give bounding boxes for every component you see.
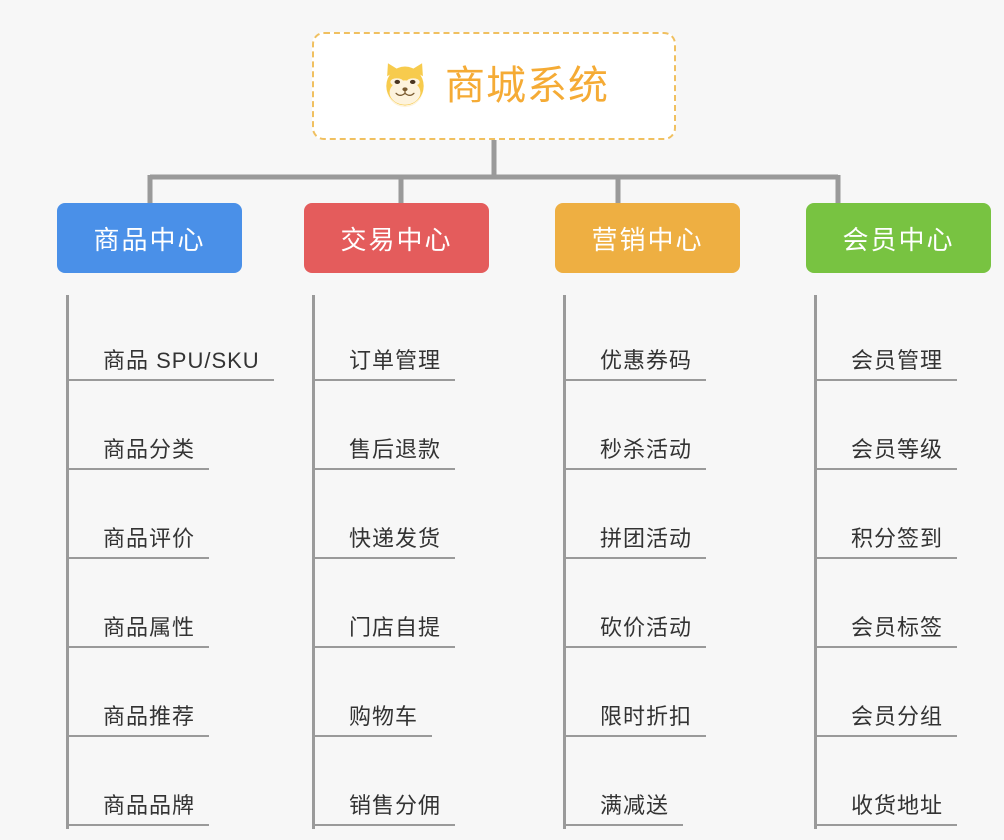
- leaf-label: 会员标签: [817, 610, 958, 648]
- leaf-item[interactable]: 购物车: [315, 651, 502, 740]
- leaf-label: 快递发货: [315, 521, 456, 559]
- category-header-营销中心[interactable]: 营销中心: [555, 203, 740, 273]
- leaf-item[interactable]: 订单管理: [315, 295, 502, 384]
- leaf-item[interactable]: 会员标签: [817, 562, 1004, 651]
- leaf-item[interactable]: 会员管理: [817, 295, 1004, 384]
- leaf-label: 会员分组: [817, 699, 958, 737]
- leaf-item[interactable]: 满减送: [566, 740, 753, 829]
- category-header-会员中心[interactable]: 会员中心: [806, 203, 991, 273]
- leaf-item[interactable]: 商品评价: [69, 473, 251, 562]
- leaf-label: 商品分类: [69, 432, 210, 470]
- leaf-label: 销售分佣: [315, 788, 456, 826]
- leaf-item[interactable]: 优惠券码: [566, 295, 753, 384]
- leaf-label: 会员管理: [817, 343, 958, 381]
- root-title: 商城系统: [445, 64, 609, 108]
- leaf-list-营销中心: 优惠券码 秒杀活动 拼团活动 砍价活动 限时折扣 满减送: [563, 295, 753, 829]
- leaf-label: 满减送: [566, 788, 684, 826]
- category-column-交易中心: 交易中心 订单管理 售后退款 快递发货 门店自提 购物车: [251, 203, 502, 829]
- leaf-label: 售后退款: [315, 432, 456, 470]
- category-label: 交易中心: [340, 224, 453, 255]
- leaf-item[interactable]: 会员分组: [817, 651, 1004, 740]
- category-columns: 商品中心 商品 SPU/SKU 商品分类 商品评价 商品属性 商品推荐: [0, 203, 1004, 829]
- category-header-交易中心[interactable]: 交易中心: [304, 203, 489, 273]
- leaf-label: 商品品牌: [69, 788, 210, 826]
- leaf-item[interactable]: 积分签到: [817, 473, 1004, 562]
- category-label: 会员中心: [842, 224, 955, 255]
- leaf-item[interactable]: 限时折扣: [566, 651, 753, 740]
- leaf-label: 购物车: [315, 699, 433, 737]
- leaf-item[interactable]: 门店自提: [315, 562, 502, 651]
- leaf-list-交易中心: 订单管理 售后退款 快递发货 门店自提 购物车 销售分佣: [312, 295, 502, 829]
- leaf-label: 会员等级: [817, 432, 958, 470]
- leaf-label: 优惠券码: [566, 343, 707, 381]
- leaf-item[interactable]: 商品品牌: [69, 740, 251, 829]
- leaf-item[interactable]: 商品推荐: [69, 651, 251, 740]
- leaf-label: 砍价活动: [566, 610, 707, 648]
- leaf-item[interactable]: 商品 SPU/SKU: [69, 295, 274, 384]
- leaf-label: 秒杀活动: [566, 432, 707, 470]
- category-label: 营销中心: [591, 224, 704, 255]
- leaf-label: 积分签到: [817, 521, 958, 559]
- leaf-item[interactable]: 快递发货: [315, 473, 502, 562]
- leaf-label: 拼团活动: [566, 521, 707, 559]
- category-column-会员中心: 会员中心 会员管理 会员等级 积分签到 会员标签 会员分组: [753, 203, 1004, 829]
- leaf-item[interactable]: 商品属性: [69, 562, 251, 651]
- leaf-list-商品中心: 商品 SPU/SKU 商品分类 商品评价 商品属性 商品推荐 商品品牌: [66, 295, 274, 829]
- leaf-item[interactable]: 砍价活动: [566, 562, 753, 651]
- leaf-label: 商品评价: [69, 521, 210, 559]
- leaf-label: 门店自提: [315, 610, 456, 648]
- leaf-list-会员中心: 会员管理 会员等级 积分签到 会员标签 会员分组 收货地址: [814, 295, 1004, 829]
- category-label: 商品中心: [93, 224, 206, 255]
- root-node-商城系统[interactable]: 商城系统: [312, 32, 676, 140]
- leaf-item[interactable]: 收货地址: [817, 740, 1004, 829]
- leaf-label: 订单管理: [315, 343, 456, 381]
- leaf-item[interactable]: 秒杀活动: [566, 384, 753, 473]
- category-column-商品中心: 商品中心 商品 SPU/SKU 商品分类 商品评价 商品属性 商品推荐: [0, 203, 274, 829]
- leaf-label: 商品推荐: [69, 699, 210, 737]
- leaf-label: 商品 SPU/SKU: [69, 343, 274, 381]
- leaf-item[interactable]: 拼团活动: [566, 473, 753, 562]
- leaf-item[interactable]: 售后退款: [315, 384, 502, 473]
- leaf-item[interactable]: 商品分类: [69, 384, 251, 473]
- shiba-dog-face-icon: [386, 63, 424, 108]
- category-header-商品中心[interactable]: 商品中心: [57, 203, 242, 273]
- category-column-营销中心: 营销中心 优惠券码 秒杀活动 拼团活动 砍价活动 限时折扣: [502, 203, 753, 829]
- leaf-label: 收货地址: [817, 788, 958, 826]
- leaf-label: 商品属性: [69, 610, 210, 648]
- leaf-label: 限时折扣: [566, 699, 707, 737]
- leaf-item[interactable]: 销售分佣: [315, 740, 502, 829]
- leaf-item[interactable]: 会员等级: [817, 384, 1004, 473]
